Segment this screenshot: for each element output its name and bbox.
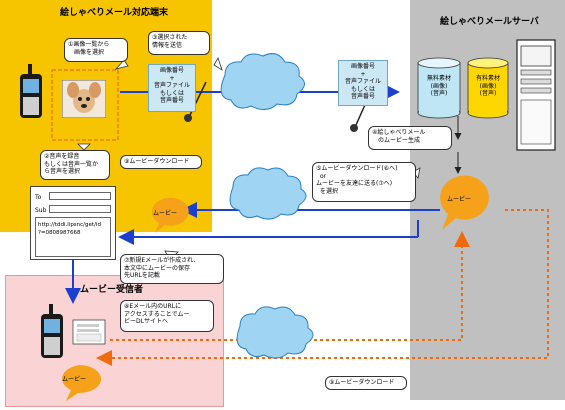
server-title: 絵しゃべりメールサーバ <box>440 17 539 27</box>
recipient-phone-icon <box>41 304 63 358</box>
to-label: To <box>35 194 42 201</box>
terminal-movie-bubble <box>151 197 189 233</box>
free-material-label: 無料素材 (画像) (音声) <box>426 75 451 97</box>
server-movie-bubble <box>440 175 489 230</box>
step9-terminal-callout: ⑨ムービーダウンロード <box>120 155 202 169</box>
recipient-movie-bubble <box>62 365 102 401</box>
server-movie-label: ムービー <box>447 196 472 203</box>
cloud-top <box>220 53 305 110</box>
mail-document-icon <box>72 319 106 345</box>
recipient-movie-label: ムービー <box>62 376 87 383</box>
step9-recipient-callout: ⑨ムービーダウンロード <box>325 376 407 390</box>
terminal-title: 絵しゃべりメール対応端末 <box>60 8 169 18</box>
step7-callout: ⑦新規Eメールが作成され、 本文中にムービーの保存 先URLを記載 <box>120 254 224 284</box>
request-card-left: 画像番号 + 音声ファイル もしくは 音声番号 <box>148 64 196 112</box>
step4-callout: ④絵しゃべりメール のムービー生成 <box>368 126 452 150</box>
server-rack <box>516 39 556 151</box>
paid-material-db <box>467 57 509 119</box>
to-field <box>49 192 111 200</box>
recipient-title: ムービー受信者 <box>80 285 144 295</box>
step5-callout: ⑤ムービーダウンロード(⑥へ) or ムービーを友達に送る(⑦へ) を選択 <box>312 162 416 202</box>
cloud-mid <box>229 167 307 220</box>
free-material-db <box>417 57 461 119</box>
sub-label: Sub <box>35 207 47 214</box>
recipient-download-path <box>96 209 549 366</box>
email-window: To Sub http://tddi.lipsnc/get/id ?=08089… <box>30 186 116 260</box>
cloud-bottom <box>236 306 314 359</box>
terminal-movie-label: ムービー <box>153 210 178 217</box>
request-card-right: 画像番号 + 音声ファイル もしくは 音声番号 <box>338 60 388 106</box>
step8-callout: ⑧Eメール内のURLに アクセスすることでムー ビーDLサイトへ <box>120 300 214 332</box>
paid-material-label: 有料素材 (画像) (音声) <box>475 75 500 97</box>
step3-callout: ③選択された 情報を送信 <box>148 31 210 55</box>
body-field: http://tddi.lipsnc/get/id ?=0808987668 <box>35 217 111 257</box>
sub-field <box>49 205 111 213</box>
step2-callout: ②音声を録音 もしくは音声一覧か ら音声を選択 <box>40 150 110 180</box>
phone-icon <box>20 64 42 118</box>
puppy-thumbnail <box>62 80 106 118</box>
step1-callout: ①画像一覧から 画像を選択 <box>64 38 128 62</box>
